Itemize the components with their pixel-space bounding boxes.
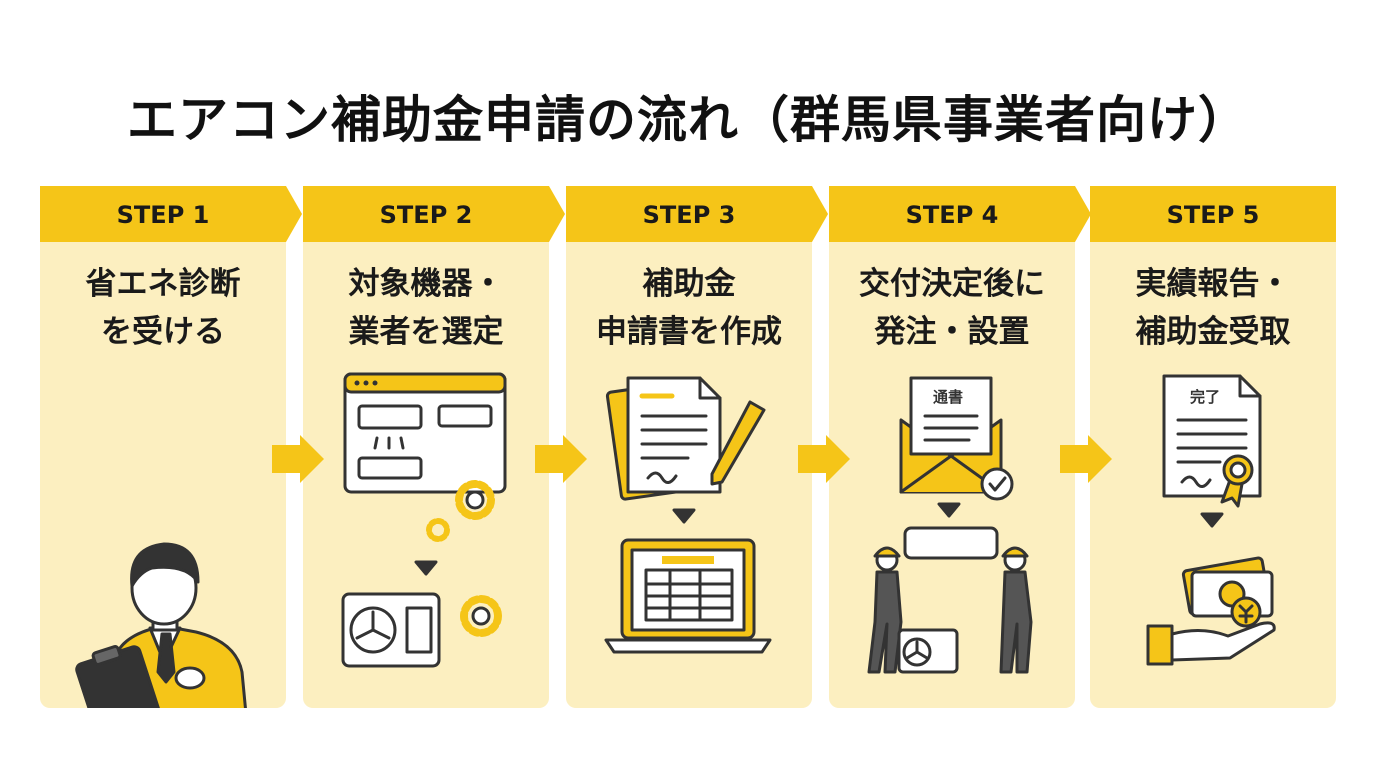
arrow-right-icon xyxy=(535,435,587,483)
step-label: STEP 4 xyxy=(905,201,999,229)
step-header: STEP 2 xyxy=(303,186,565,242)
arrow-right-icon xyxy=(1060,435,1112,483)
air-conditioner-selection-icon xyxy=(303,372,549,708)
step-header: STEP 4 xyxy=(829,186,1091,242)
step-title: 対象機器・ 業者を選定 xyxy=(348,266,504,350)
step-header: STEP 5 xyxy=(1090,186,1352,242)
step-title: 補助金 申請書を作成 xyxy=(596,266,782,350)
step-label: STEP 2 xyxy=(379,201,473,229)
arrow-right-icon xyxy=(798,435,850,483)
page-title: エアコン補助金申請の流れ（群馬県事業者向け） xyxy=(127,91,1249,149)
notice-envelope-installation-icon: 通書 xyxy=(829,372,1075,708)
step-card-1: STEP 1 省エネ診断 を受ける xyxy=(40,186,302,748)
completion-report-money-icon: 完了 xyxy=(1090,372,1336,708)
application-document-laptop-icon xyxy=(566,372,812,708)
arrow-right-icon xyxy=(272,435,324,483)
step-header: STEP 1 xyxy=(40,186,302,242)
step-title: 交付決定後に 発注・設置 xyxy=(859,266,1045,350)
step-label: STEP 3 xyxy=(642,201,736,229)
step-label: STEP 1 xyxy=(116,201,210,229)
step-title: 実績報告・ 補助金受取 xyxy=(1135,266,1291,350)
consultant-with-clipboard-icon xyxy=(40,372,286,748)
step-card-3: STEP 3 補助金 申請書を作成 xyxy=(566,186,828,708)
step-header: STEP 3 xyxy=(566,186,828,242)
step-label: STEP 5 xyxy=(1166,201,1260,229)
envelope-label: 通書 xyxy=(933,388,963,406)
step-card-4: STEP 4 交付決定後に 発注・設置 通書 xyxy=(829,186,1091,708)
step-card-2: STEP 2 対象機器・ 業者を選定 xyxy=(303,186,565,708)
step-title: 省エネ診断 を受ける xyxy=(85,266,241,350)
step-card-5: STEP 5 実績報告・ 補助金受取 完了 xyxy=(1090,186,1336,708)
report-label: 完了 xyxy=(1190,388,1220,406)
